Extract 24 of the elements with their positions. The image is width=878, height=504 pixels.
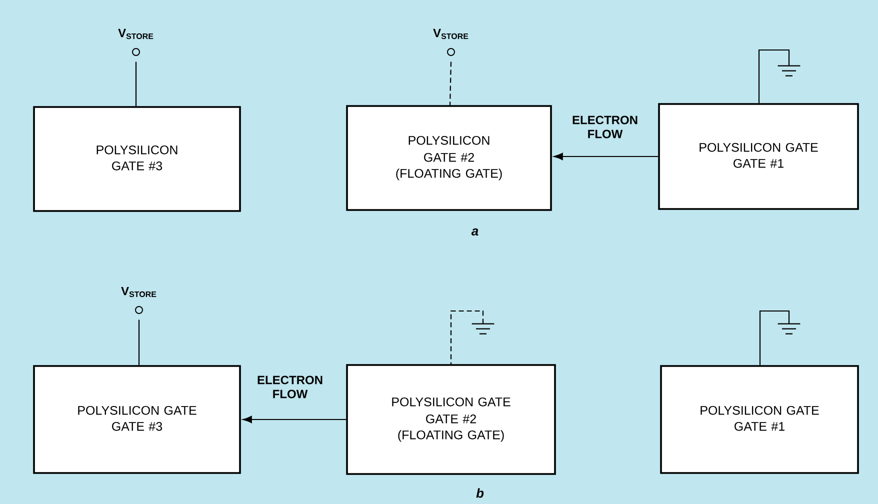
wire (135, 62, 137, 106)
gate-box: POLYSILICON GATE GATE #1 (658, 103, 859, 210)
voltage-label: V$_{STORE}$ (121, 286, 156, 298)
ground-symbol (777, 65, 801, 76)
panel-letter: a (471, 228, 478, 236)
voltage-label: V$_{STORE}$ (433, 28, 468, 40)
wire (759, 310, 790, 366)
arrow (242, 416, 346, 424)
ground-symbol (471, 323, 495, 334)
wire (450, 310, 484, 364)
wire (138, 320, 140, 366)
edge-label: ELECTRON FLOW (572, 116, 638, 138)
gate-box: POLYSILICON GATE GATE #1 (660, 365, 859, 474)
gate-box: POLYSILICON GATE GATE #2 (FLOATING GATE) (346, 364, 556, 475)
voltage-label: V$_{STORE}$ (118, 28, 154, 40)
edge-label: ELECTRON FLOW (258, 376, 322, 398)
wire (449, 62, 452, 106)
ground-symbol (777, 323, 801, 334)
gate-box: POLYSILICON GATE #2 (FLOATING GATE) (346, 105, 552, 211)
gate-box: POLYSILICON GATE #3 (33, 106, 241, 212)
gate-box: POLYSILICON GATE GATE #3 (33, 365, 241, 474)
arrow (554, 152, 658, 160)
panel-letter: b (476, 488, 484, 498)
wire (758, 49, 790, 104)
